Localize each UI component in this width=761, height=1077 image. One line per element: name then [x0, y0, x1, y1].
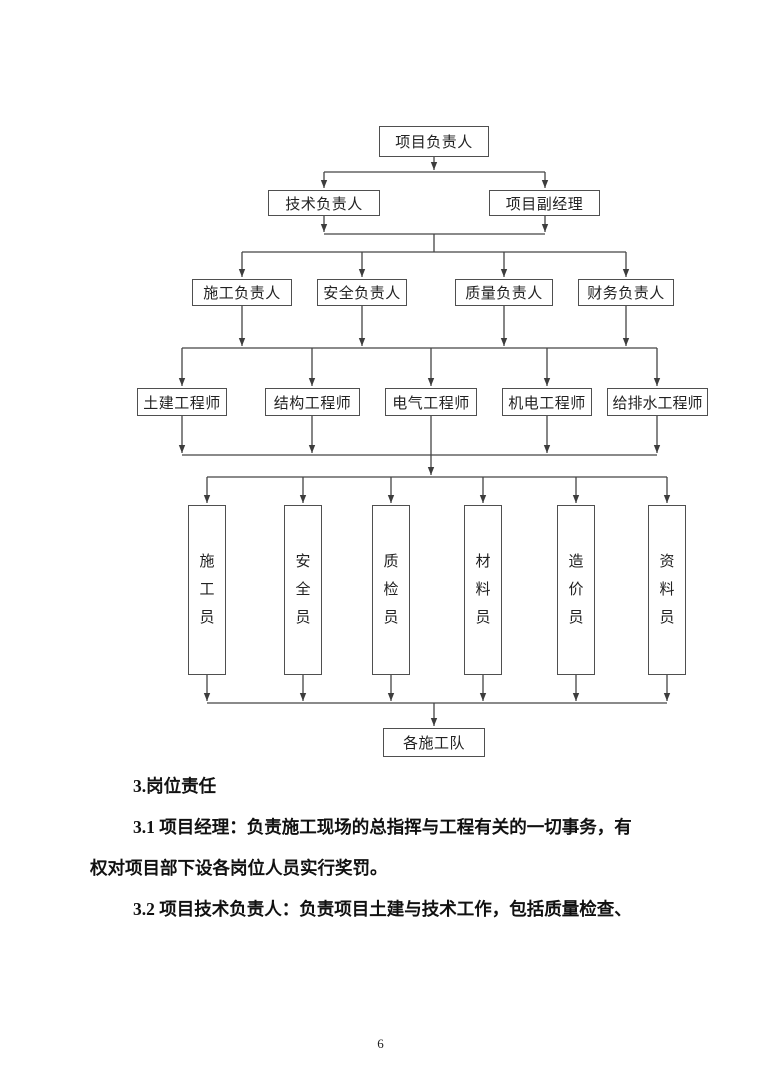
org-node-mechatronic-engineer: 机电工程师 [502, 388, 592, 416]
org-node-quality-lead: 质量负责人 [455, 279, 553, 306]
org-node-label: 安全员 [295, 554, 311, 626]
org-node-document-clerk: 资料员 [648, 505, 686, 675]
org-node-material-clerk: 材料员 [464, 505, 502, 675]
org-node-structural-engineer: 结构工程师 [265, 388, 360, 416]
org-node-construction-teams: 各施工队 [383, 728, 485, 757]
paragraph-3-1-line-2: 权对项目部下设各岗位人员实行奖罚。 [90, 858, 388, 878]
paragraph-3-1-line-1: 3.1 项目经理：负责施工现场的总指挥与工程有关的一切事务，有 [133, 817, 632, 837]
section-heading: 3.岗位责任 [133, 776, 217, 796]
org-node-plumbing-engineer: 给排水工程师 [607, 388, 708, 416]
org-node-finance-lead: 财务负责人 [578, 279, 674, 306]
org-node-safety-lead: 安全负责人 [317, 279, 407, 306]
org-node-constructor: 施工员 [188, 505, 226, 675]
org-node-label: 材料员 [475, 554, 491, 626]
paragraph-3-2-line-1: 3.2 项目技术负责人：负责项目土建与技术工作，包括质量检查、 [133, 899, 632, 919]
org-chart: 项目负责人 技术负责人 项目副经理 施工负责人 安全负责人 质量负责人 财务负责… [137, 126, 708, 757]
org-node-label: 资料员 [659, 554, 675, 626]
org-node-construction-lead: 施工负责人 [192, 279, 292, 306]
page-number: 6 [377, 1036, 384, 1051]
org-node-quality-inspector: 质检员 [372, 505, 410, 675]
org-node-technical-lead: 技术负责人 [268, 190, 380, 216]
org-node-project-leader: 项目负责人 [379, 126, 489, 157]
org-node-deputy-manager: 项目副经理 [489, 190, 600, 216]
org-node-cost-estimator: 造价员 [557, 505, 595, 675]
org-node-label: 质检员 [383, 554, 399, 626]
connector-lines [178, 157, 671, 726]
org-node-label: 造价员 [568, 554, 584, 626]
org-node-safety-officer: 安全员 [284, 505, 322, 675]
org-node-civil-engineer: 土建工程师 [137, 388, 227, 416]
org-node-label: 施工员 [199, 554, 215, 626]
org-node-electrical-engineer: 电气工程师 [385, 388, 477, 416]
